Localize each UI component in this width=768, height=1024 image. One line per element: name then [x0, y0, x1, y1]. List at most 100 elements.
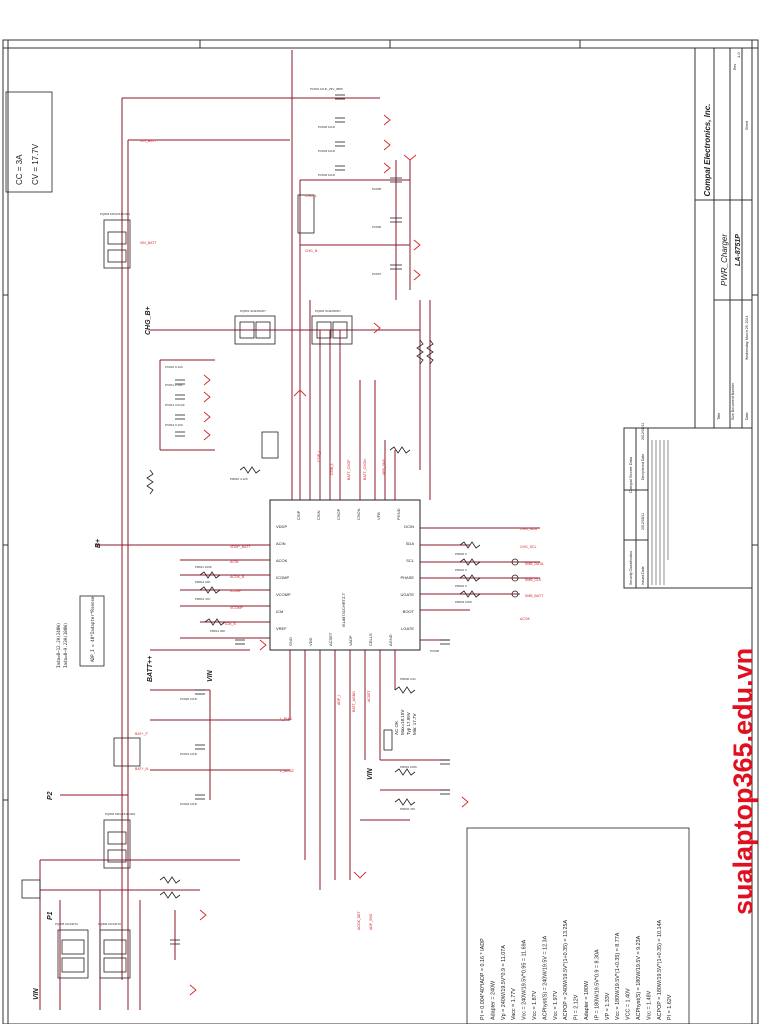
net-vin-lower: VIN — [367, 767, 374, 780]
svg-text:PR812 10K: PR812 10K — [195, 580, 210, 584]
svg-text:PC807: PC807 — [372, 272, 382, 276]
svg-text:ICM_B: ICM_B — [225, 622, 236, 626]
svg-text:PQ801 SI4425DDY: PQ801 SI4425DDY — [240, 309, 266, 313]
component-boxes — [21, 194, 393, 979]
svg-text:PR830 0.01: PR830 0.01 — [400, 677, 416, 681]
chip-pin-label: ACOK — [276, 558, 288, 563]
svg-text:ACOK_DET: ACOK_DET — [357, 910, 361, 930]
svg-text:ADP_SNS: ADP_SNS — [369, 913, 373, 930]
chip-pin-label: VDDP — [276, 524, 287, 529]
adp-range-180w: Iada=0~9.23A(180W) — [63, 623, 68, 668]
svg-text:PQ803 MDU1516URH: PQ803 MDU1516URH — [100, 212, 130, 216]
svg-text:PC810 0.1UF: PC810 0.1UF — [165, 365, 183, 369]
svg-text:PC802 10UF: PC802 10UF — [318, 125, 336, 129]
deciphered-label: Deciphered Date — [641, 454, 645, 480]
net-chg-b-plus: CHG_B+ — [145, 306, 152, 335]
chip-pin-label: ICOMP — [276, 575, 289, 580]
formula-line: Vcc = 240W/19.5V*0.95 = 11.69A — [522, 939, 528, 1020]
rev-value: 1.0 — [736, 52, 741, 58]
title-block: Compal Electronics, Inc. Title PWR_Charg… — [623, 47, 753, 589]
formula-line: Vacc = 1.77V — [511, 988, 517, 1020]
cc-cv-note-box: CC = 3A CV = 17.7V — [5, 91, 53, 193]
date-label: Date: — [745, 412, 749, 420]
formula-line: Adapter = 180W — [584, 980, 590, 1020]
ac-ok-max: Max=18.15V — [400, 710, 405, 735]
ac-ok-min: Min: 17.7V — [412, 713, 417, 735]
component-refs: PC801 10UF_25V_0805 PC802 10UF PC803 10U… — [55, 87, 472, 926]
note-cc: CC = 3A — [15, 154, 24, 185]
adp-note-box: ADP_I = 40*Iadapter*Rsense Iada=0~12.2A(… — [56, 595, 105, 668]
deciphered-value: 2012/08/11 — [641, 423, 645, 440]
svg-text:VCOMP: VCOMP — [230, 606, 244, 610]
doc-label: Size Document Number — [731, 382, 735, 420]
rev-label: Rev — [733, 64, 737, 70]
chip-pin-label: CELLS — [368, 633, 373, 646]
formula-lines: PI = 0.004*40*IADP = 0.16 * IADP Adapter … — [480, 919, 673, 1020]
formula-line: Vcc = 180W/19.5V*(1+0.35) = 8.77A — [615, 932, 621, 1020]
net-vin-left: VIN — [33, 987, 40, 1000]
adp-range-240w: Iada=0~12.2A(240W) — [56, 623, 61, 668]
svg-text:CHG_SCL: CHG_SCL — [520, 545, 537, 549]
svg-text:PC804 10UF: PC804 10UF — [318, 173, 336, 177]
chip-pin-label: DCIN — [404, 524, 414, 529]
svg-text:ACOK: ACOK — [520, 617, 531, 621]
svg-text:PC820 10UF: PC820 10UF — [180, 697, 198, 701]
chip-pin-label: ICM — [276, 609, 283, 614]
chip-pin-label: CSON — [356, 508, 361, 520]
formula-line: Vp = 240W/19.5V*0.9 = 11.07A — [501, 945, 507, 1020]
ground-symbols — [189, 114, 469, 996]
net-p2: P2 — [47, 791, 54, 800]
svg-text:PC821 10UF: PC821 10UF — [180, 752, 198, 756]
svg-text:PC811 0.1UF: PC811 0.1UF — [165, 383, 183, 387]
formula-line: PI = 0.004*40*IADP = 0.16 * IADP — [480, 938, 486, 1020]
wires — [39, 50, 540, 1010]
legal-fine-print — [651, 440, 669, 585]
formula-box: PI = 0.004*40*IADP = 0.16 * IADP Adapter … — [466, 827, 690, 1024]
chip-pin-label: SDA — [406, 541, 415, 546]
svg-text:PR832 47K: PR832 47K — [400, 807, 415, 811]
formula-line: PI = 1.62V — [667, 994, 673, 1020]
svg-text:PR823 100K: PR823 100K — [455, 600, 472, 604]
sheet-label: Sheet — [745, 121, 749, 130]
net-vin-mid: VIN — [207, 669, 214, 682]
signal-labels: VIN_BATT VIN_BATT CHG_L CHG_N CSIP_L CSI… — [135, 139, 544, 930]
svg-text:PC803 10UF: PC803 10UF — [318, 149, 336, 153]
doc-number: LA-8751P — [735, 234, 742, 266]
security-label: Security Classification — [629, 551, 633, 585]
charger-ic-part: ISL88731CHRTZ-T — [341, 592, 346, 627]
issued-value: 2012/08/11 — [641, 513, 645, 530]
date-value: Wednesday, March 26, 2014 — [745, 316, 749, 360]
net-p1: P1 — [47, 911, 54, 920]
chip-pin-label: SCL — [406, 558, 415, 563]
ac-ok-title: AC OK — [394, 721, 399, 735]
chip-pin-label: BOOT — [403, 609, 415, 614]
ac-ok-note: AC OK Max=18.15V Typ 17.95V Min: 17.7V — [394, 710, 417, 735]
formula-line: ACPhyst(S) = 180W/19.5V = 9.23A — [636, 935, 642, 1020]
svg-text:PR822 0: PR822 0 — [455, 584, 467, 588]
chip-pin-label: VREF — [276, 626, 287, 631]
svg-text:CSIN_L: CSIN_L — [330, 463, 334, 475]
svg-text:CHG_L: CHG_L — [305, 194, 317, 198]
chip-pin-label: CSIN — [316, 510, 321, 520]
chip-pin-label: PHASE — [400, 575, 414, 580]
chip-pin-label: PGND — [396, 508, 401, 520]
svg-text:CSIP_L: CSIP_L — [317, 450, 321, 462]
adp-formula: ADP_I = 40*Iadapter*Rsense — [90, 596, 95, 662]
svg-text:PC801 10UF_25V_0805: PC801 10UF_25V_0805 — [310, 87, 343, 91]
note-cv: CV = 17.7V — [31, 143, 40, 185]
chip-pin-label: CSIP — [296, 510, 301, 520]
svg-text:PR813 47K: PR813 47K — [195, 597, 210, 601]
formula-line: PI = 2.12V — [574, 994, 580, 1020]
svg-text:CHG_N: CHG_N — [305, 249, 318, 253]
svg-text:L_BIAS: L_BIAS — [280, 717, 293, 721]
net-labels: CHG_B+ B+ BATT++ VIN VIN VIN P2 P1 — [33, 306, 374, 1000]
ac-ok-typ: Typ 17.95V — [406, 712, 411, 735]
svg-text:PQ802 SI4425DDY: PQ802 SI4425DDY — [315, 309, 341, 313]
svg-text:BAT+_P: BAT+_P — [135, 732, 149, 736]
svg-text:SMB_CLK: SMB_CLK — [525, 578, 542, 582]
formula-line: ACPOP = 180W/19.5V*(1+0.35) = 10.14A — [657, 919, 663, 1020]
chip-pin-label: CSOP — [336, 508, 341, 520]
svg-text:PQ806 AO4407A: PQ806 AO4407A — [98, 922, 121, 926]
